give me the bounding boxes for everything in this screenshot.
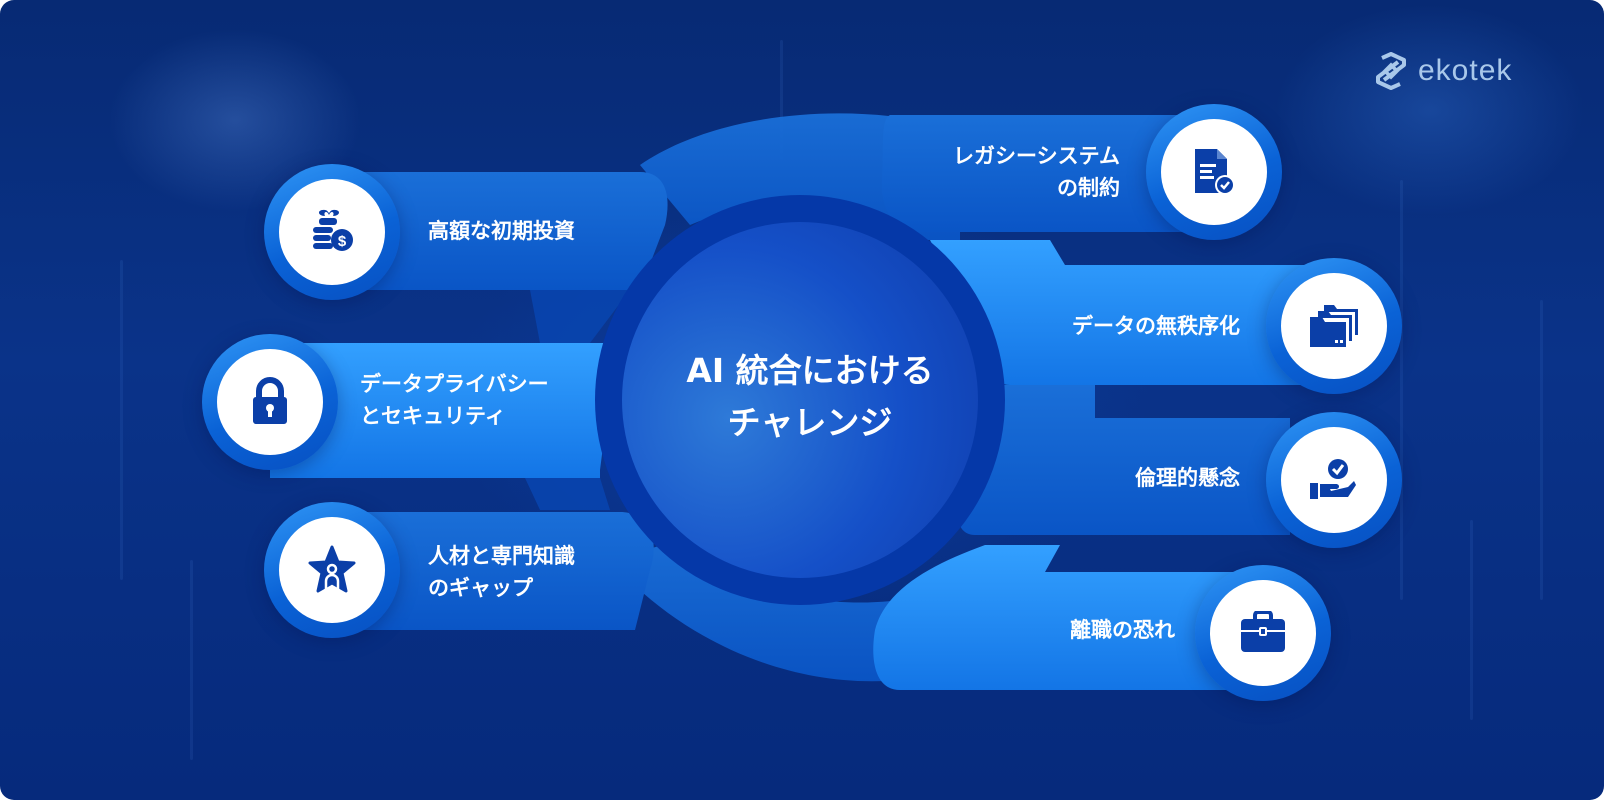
challenge-icon-talent bbox=[264, 502, 400, 638]
bg-line bbox=[1470, 520, 1473, 720]
bg-line bbox=[1400, 180, 1403, 600]
challenge-icon-privacy bbox=[202, 334, 338, 470]
folders-icon bbox=[1310, 305, 1358, 347]
center-title-line2: チャレンジ bbox=[727, 403, 893, 442]
challenge-icon-legacy bbox=[1146, 104, 1282, 240]
bg-line bbox=[120, 260, 123, 580]
star-person-icon bbox=[308, 545, 356, 593]
bg-line bbox=[190, 560, 193, 760]
challenge-label-turnover: 離職の恐れ bbox=[1070, 618, 1175, 642]
svg-text:$: $ bbox=[338, 233, 347, 250]
challenge-icon-turnover bbox=[1195, 565, 1331, 701]
padlock-icon bbox=[253, 377, 287, 424]
ekotek-logo: ekotek bbox=[1372, 52, 1512, 90]
challenge-label-privacy: データプライバシー とセキュリティ bbox=[360, 372, 549, 428]
logo-text: ekotek bbox=[1418, 54, 1513, 87]
document-check-icon bbox=[1195, 149, 1235, 195]
challenge-label-high-investment: 高額な初期投資 bbox=[428, 219, 575, 243]
challenge-label-legacy: レガシーシステム の制約 bbox=[953, 144, 1120, 200]
challenge-label-talent: 人材と専門知識 のギャップ bbox=[428, 544, 575, 600]
challenge-icon-high-investment: $ bbox=[264, 164, 400, 300]
challenge-label-data-chaos: データの無秩序化 bbox=[1072, 314, 1240, 338]
challenge-label-ethics: 倫理的懸念 bbox=[1135, 466, 1240, 490]
challenge-icon-ethics bbox=[1266, 412, 1402, 548]
money-coins-icon: $ bbox=[313, 209, 353, 251]
center-title-line1: AI 統合における bbox=[686, 351, 934, 390]
hand-check-icon bbox=[1310, 459, 1356, 499]
challenge-icon-data-chaos bbox=[1266, 258, 1402, 394]
ekotek-mark-icon bbox=[1376, 52, 1406, 90]
briefcase-icon bbox=[1241, 611, 1285, 652]
bg-line bbox=[1540, 300, 1543, 600]
bg-line bbox=[780, 40, 783, 160]
center-title: AI 統合における チャレンジ bbox=[630, 345, 990, 449]
